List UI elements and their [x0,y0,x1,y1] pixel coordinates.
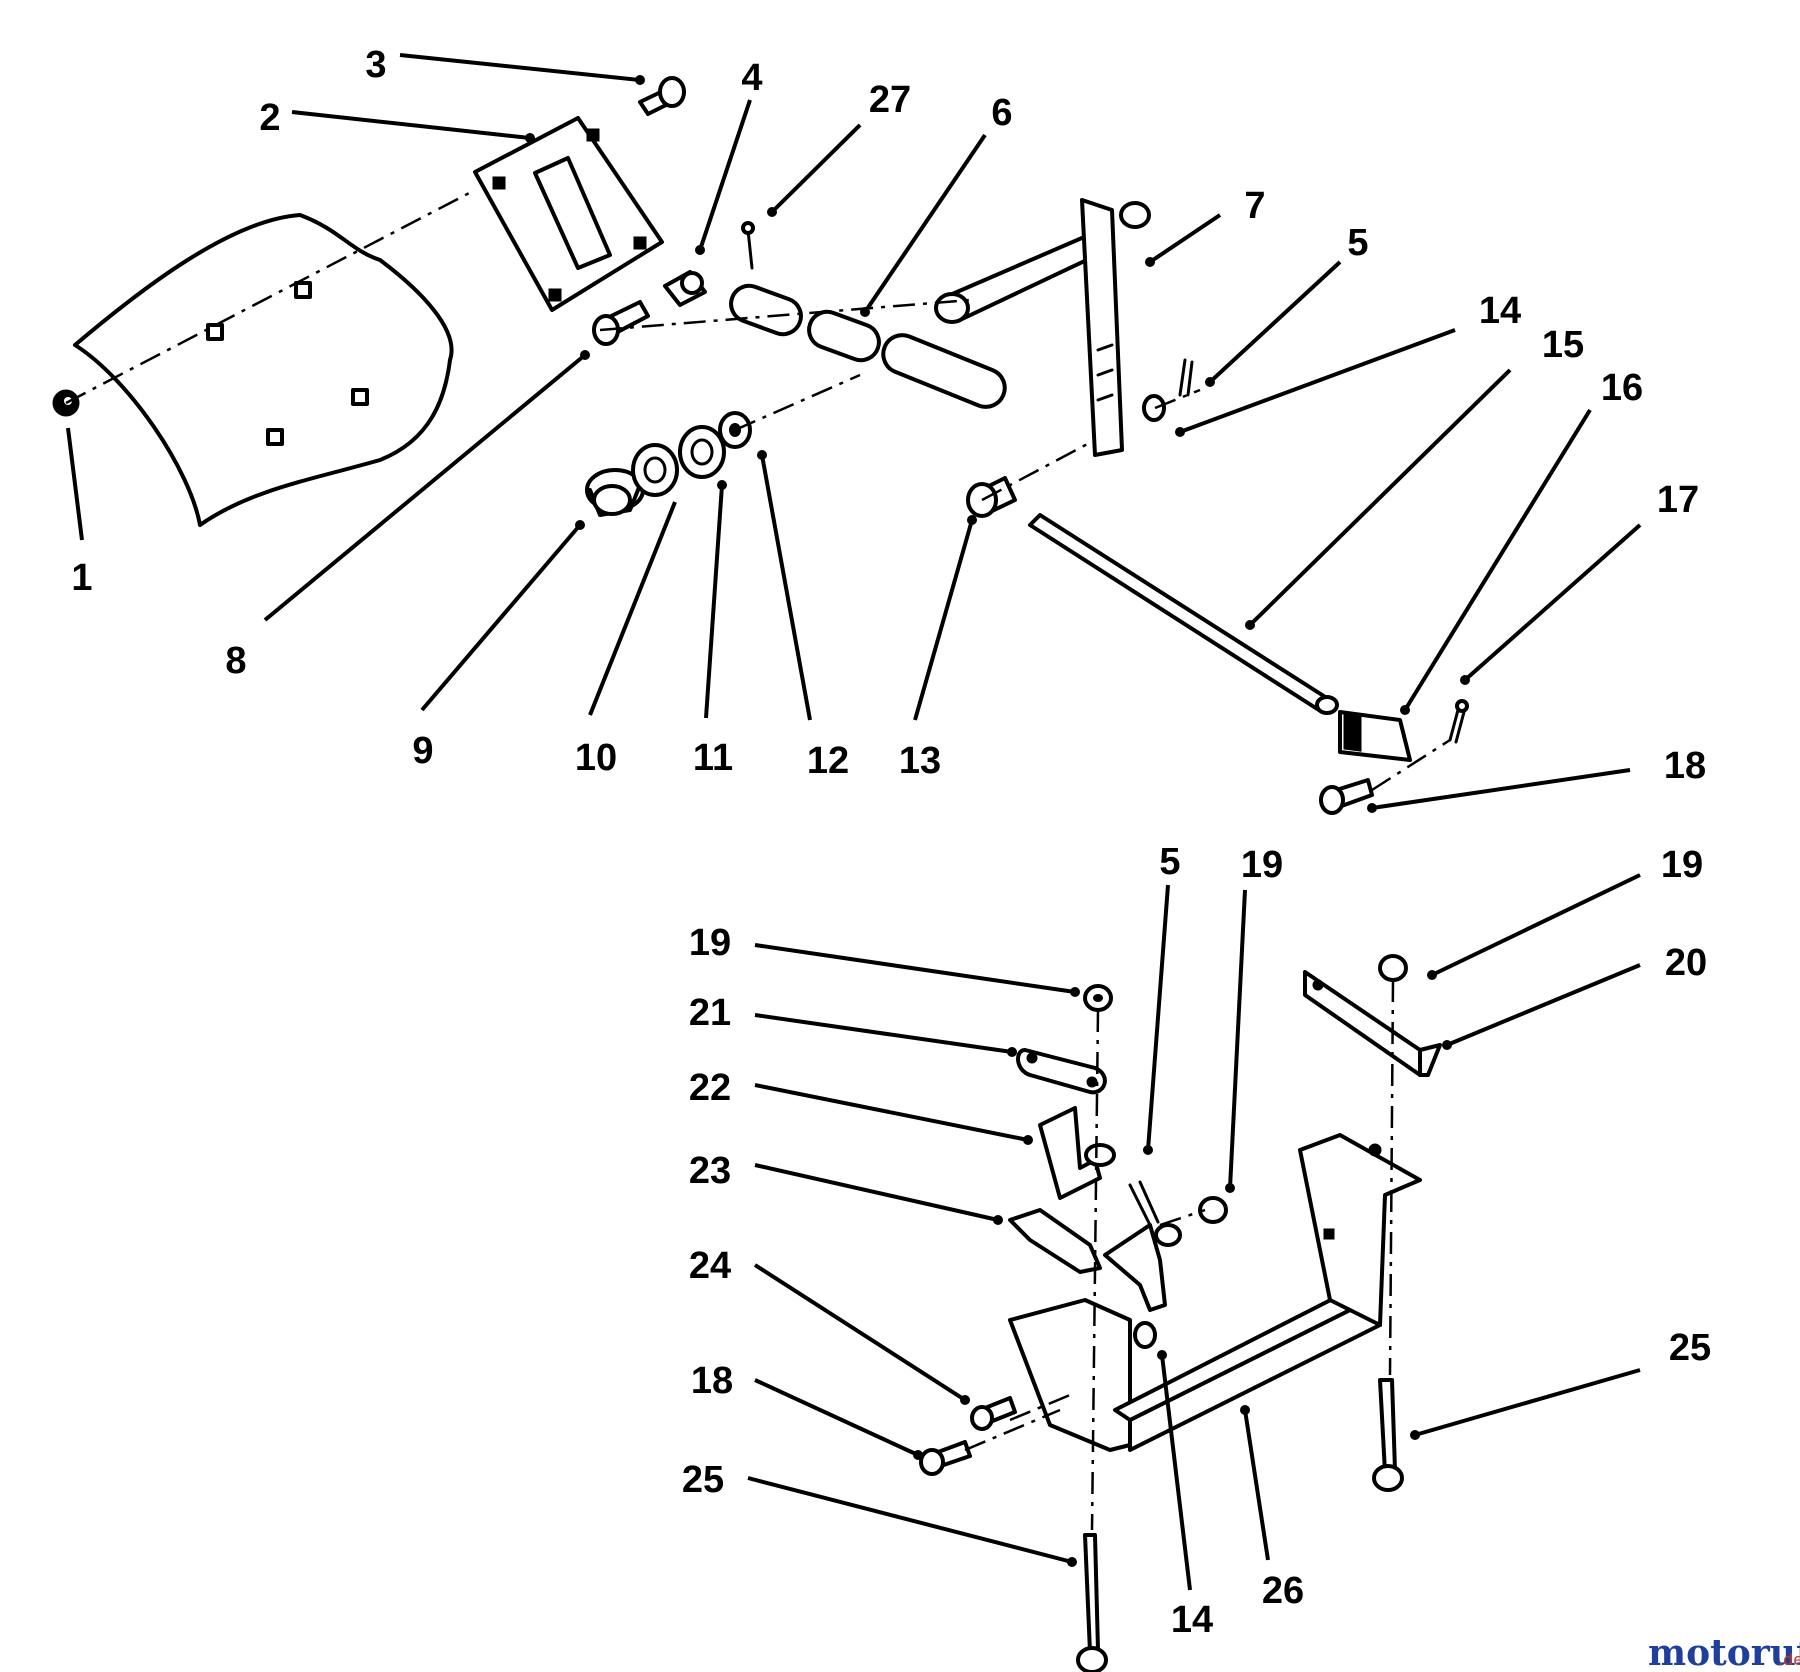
callout-12: 12 [807,740,849,782]
part-14-washer [1142,394,1166,422]
part-9-bushing [585,468,645,517]
callout-7: 7 [1244,185,1265,227]
part-25-bolt-left [1076,1533,1108,1672]
callout-14-lower: 14 [1171,1599,1213,1641]
callout-17: 17 [1657,479,1699,521]
part-16-clevis [1338,710,1412,762]
callout-27: 27 [869,79,911,121]
part-25-bolt-right [1372,1378,1404,1492]
callout-20: 20 [1665,942,1707,984]
callout-4: 4 [741,57,762,99]
part-10-washer [631,443,679,497]
callout-1: 1 [71,557,92,599]
part-14-washer-lower [1133,1321,1157,1349]
callout-3: 3 [365,44,386,86]
callout-5-upper: 5 [1347,222,1368,264]
callout-10: 10 [575,737,617,779]
part-23-arm [1008,1208,1102,1274]
callout-22: 22 [689,1067,731,1109]
part-26-frame [1008,1133,1422,1452]
part-8-pin [592,300,650,346]
part-27-cotter-pin [741,221,755,270]
callout-19-left: 19 [689,922,731,964]
part-2-plate [473,116,664,312]
callout-18-lower: 18 [691,1360,733,1402]
pivot-plate [1103,1223,1182,1312]
callout-labels: 1 2 3 4 27 6 7 5 14 15 16 17 8 9 10 11 1… [71,44,1711,1641]
callout-2: 2 [259,97,280,139]
part-20-angle-bracket [1303,970,1442,1077]
part-6-chain [729,283,1007,409]
callout-11: 11 [693,737,733,779]
callout-25-right: 25 [1669,1327,1711,1369]
part-19-nut-right [1378,954,1408,982]
part-19-nut-middle [1198,1196,1228,1224]
part-22-bracket [1038,1106,1116,1200]
callout-19-right: 19 [1661,844,1703,886]
callout-8: 8 [225,640,246,682]
callout-24: 24 [689,1245,731,1287]
part-13-spacer [966,476,1017,518]
callout-18-upper: 18 [1664,745,1706,787]
part-19-nut-left [1083,984,1113,1012]
callout-15: 15 [1542,324,1584,366]
callout-14-upper: 14 [1479,290,1521,332]
part-18-pin-lower [919,1440,972,1476]
watermark-suffix: .de [1778,1650,1800,1669]
watermark-brand: motoruf [1648,1632,1800,1672]
part-5-hairpin [1178,358,1194,397]
part-3-bolt [638,76,686,116]
callout-19-middle: 19 [1241,844,1283,886]
part-21-link [1016,1048,1107,1095]
callout-21: 21 [689,992,731,1034]
callout-25-left: 25 [682,1459,724,1501]
callout-6: 6 [991,92,1012,134]
callout-13: 13 [899,740,941,782]
watermark: motoruf .de [1648,1632,1800,1672]
callout-23: 23 [689,1150,731,1192]
assembly-axes-lower [964,979,1395,1531]
part-5-hairpin-lower [1128,1180,1160,1227]
part-18-pin-upper [1319,778,1374,815]
assembly-axes-upper [65,188,1451,792]
callout-5-lower: 5 [1159,841,1180,883]
part-15-rod [1028,513,1339,715]
callout-9: 9 [412,730,433,772]
part-7-lever [934,198,1151,457]
part-17-cotter-pin [1448,699,1469,744]
part-11-washer [678,425,726,479]
part-4-pin [663,270,707,307]
callout-16: 16 [1601,367,1643,409]
leader-lines [66,53,1642,1591]
callout-26: 26 [1262,1570,1304,1612]
part-24-bolt [970,1396,1017,1431]
